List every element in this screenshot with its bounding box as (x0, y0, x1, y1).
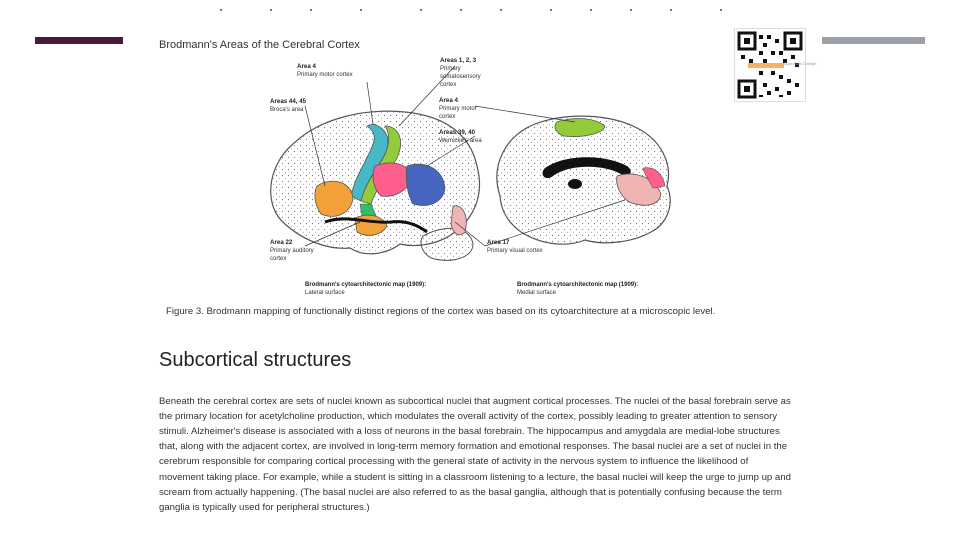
figure-caption: Figure 3. Brodmann mapping of functional… (166, 306, 716, 317)
lateral-brain-diagram (270, 110, 481, 261)
label-area17-name: Area 17 (487, 239, 510, 246)
label-area123-desc2: somatosensory (440, 74, 481, 80)
label-area22-desc2: cortex (270, 256, 286, 262)
label-area4445-desc: Broca's area (270, 107, 304, 113)
label-area4-lateral-name: Area 4 (297, 63, 316, 70)
map-lateral-sub: Lateral surface (305, 290, 345, 296)
label-area123-desc1: Primary (440, 66, 461, 72)
label-area4-medial-desc1: Primary motor (439, 106, 477, 112)
accent-bar-right (822, 37, 925, 44)
leader-lines (304, 65, 626, 247)
label-area4-lateral-desc: Primary motor cortex (297, 72, 353, 78)
map-medial-title: Brodmann's cytoarchitectonic map (1909): (517, 282, 638, 288)
qr-logo-bar (748, 63, 784, 68)
qr-code-icon (737, 31, 803, 99)
document-page: Brodmann's Areas of the Cerebral Cortex (155, 36, 795, 514)
cropped-text-row (160, 4, 800, 14)
map-lateral-title: Brodmann's cytoarchitectonic map (1909): (305, 282, 426, 288)
section-paragraph: Beneath the cerebral cortex are sets of … (159, 395, 791, 514)
medial-brain-diagram (496, 115, 671, 245)
map-medial-sub: Medial surface (517, 290, 557, 296)
section-heading: Subcortical structures (159, 349, 352, 371)
label-area4445-name: Areas 44, 45 (270, 98, 307, 105)
label-area4-medial-name: Area 4 (439, 97, 458, 104)
label-area3940-desc: Wernicke's area (439, 138, 482, 144)
accent-bar-left (35, 37, 123, 44)
label-area123-name: Areas 1, 2, 3 (440, 57, 477, 64)
label-area3940-name: Areas 39, 40 (439, 129, 476, 136)
label-area4-medial-desc2: cortex (439, 114, 455, 120)
figure-title: Brodmann's Areas of the Cerebral Cortex (159, 39, 360, 51)
label-area123-desc3: cortex (440, 82, 456, 88)
brodmann-figure: Area 4 Primary motor cortex Areas 44, 45… (270, 57, 671, 296)
label-area22-name: Area 22 (270, 239, 293, 246)
label-area22-desc1: Primary auditory (270, 248, 314, 254)
label-area17-desc: Primary visual cortex (487, 248, 543, 254)
qr-label: OpenStax College (784, 61, 817, 66)
